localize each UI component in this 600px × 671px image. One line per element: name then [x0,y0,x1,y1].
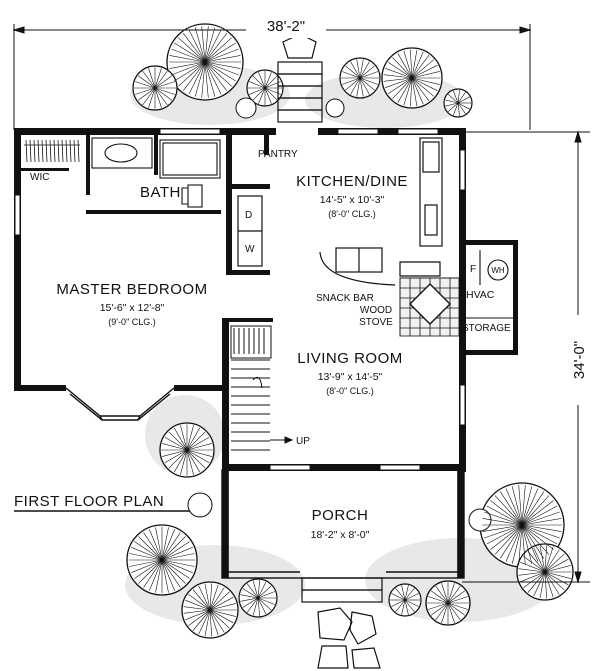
water-heater-label: WH [491,266,505,275]
landscaping [125,23,574,639]
rear-shrub-cluster-left [130,23,290,125]
kitchen-dine-ceiling: (8'-0" CLG.) [328,209,375,219]
stair-up-label: UP [296,436,310,447]
bath-label: BATH [140,184,181,201]
wood-stove-label-line1: WOOD [360,305,392,316]
master-bedroom-size: 15'-6" x 12'-8" [100,302,165,314]
master-bedroom-name: MASTER BEDROOM [56,281,207,298]
storage-label: STORAGE [462,323,511,334]
overall-width-label: 38'-2" [267,18,305,35]
front-shrub-cluster-left [125,492,305,639]
overall-depth-label: 34'-0" [571,341,588,379]
wic-label: WIC [30,172,49,183]
exterior-walls [14,128,466,472]
master-bedroom-ceiling: (9'-0" CLG.) [108,317,155,327]
living-room-name: LIVING ROOM [297,350,403,367]
bath-fixtures [91,137,221,208]
wood-stove-label-line2: STOVE [359,317,393,328]
hvac-equipment [466,250,513,319]
stairs [230,325,294,451]
kitchen-counters [319,137,443,286]
pantry-label: PANTRY [258,149,298,160]
rear-shrub-cluster-right [305,47,473,128]
kitchen-dine-name: KITCHEN/DINE [296,173,408,190]
room-labels: WIC BATH PANTRY D W MASTER BEDROOM 15'-6… [14,149,511,541]
living-room-size: 13'-9" x 14'-5" [318,371,383,383]
interior-walls [21,135,518,355]
furnace-label: F [470,264,476,275]
hvac-label: HVAC [466,289,495,301]
living-room-ceiling: (8'-0" CLG.) [326,386,373,396]
laundry-closet [237,195,263,267]
washer-label: W [245,244,255,255]
porch-name: PORCH [312,507,369,524]
windows [14,128,466,471]
wood-stove-hearth [399,277,460,337]
kitchen-dine-size: 14'-5" x 10'-3" [320,194,385,206]
dryer-label: D [245,210,252,221]
bay-window [65,387,175,421]
snack-bar-label: SNACK BAR [316,293,374,304]
porch-size: 18'-2" x 8'-0" [311,529,370,541]
plan-title: FIRST FLOOR PLAN [14,493,164,510]
closet-rod [24,139,80,163]
side-shrub-cluster [145,395,225,478]
